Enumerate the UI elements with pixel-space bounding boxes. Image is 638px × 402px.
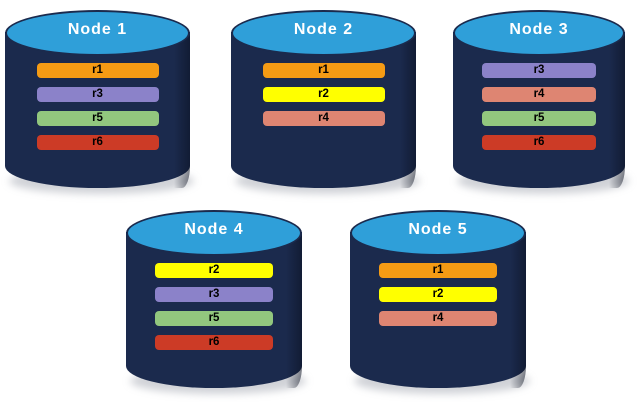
cylinder-body [5, 32, 190, 188]
cylinder-top [231, 10, 416, 56]
replica-bar[interactable]: r3 [155, 287, 273, 302]
replica-bar[interactable]: r2 [155, 263, 273, 278]
replica-bar-list: r1 r2 r4 [231, 63, 416, 126]
node-1[interactable]: Node 1 r1 r3 r5 r6 [5, 10, 194, 194]
replica-bar-list: r2 r3 r5 r6 [126, 263, 302, 350]
cylinder-top [126, 210, 302, 256]
replica-bar[interactable]: r1 [262, 63, 385, 78]
replica-bar[interactable]: r2 [262, 87, 385, 102]
node-5[interactable]: Node 5 r1 r2 r4 [350, 210, 530, 394]
cylinder-body [350, 232, 526, 388]
cylinder-body [231, 32, 416, 188]
replica-bar[interactable]: r6 [36, 135, 159, 150]
replica-bar[interactable]: r4 [262, 111, 385, 126]
replica-bar[interactable]: r5 [482, 111, 596, 126]
replica-bar[interactable]: r2 [379, 287, 497, 302]
cylinder-top [350, 210, 526, 256]
replica-bar-list: r1 r3 r5 r6 [5, 63, 190, 150]
replica-bar[interactable]: r3 [36, 87, 159, 102]
replica-bar[interactable]: r6 [155, 335, 273, 350]
node-label: Node 1 [67, 21, 128, 38]
cylinder-top [453, 10, 625, 56]
node-label: Node 2 [293, 21, 354, 38]
replica-bar-list: r1 r2 r4 [350, 263, 526, 326]
replica-bar[interactable]: r5 [36, 111, 159, 126]
cylinder-body [126, 232, 302, 388]
node-label: Node 3 [509, 21, 569, 38]
replica-bar[interactable]: r1 [379, 263, 497, 278]
node-label: Node 4 [184, 221, 244, 238]
replica-bar[interactable]: r6 [482, 135, 596, 150]
replica-bar[interactable]: r4 [482, 87, 596, 102]
replica-bar[interactable]: r5 [155, 311, 273, 326]
replica-bar[interactable]: r4 [379, 311, 497, 326]
node-3[interactable]: Node 3 r3 r4 r5 r6 [453, 10, 629, 194]
replica-bar[interactable]: r1 [36, 63, 159, 78]
node-2[interactable]: Node 2 r1 r2 r4 [231, 10, 420, 194]
cylinder-body [453, 32, 625, 188]
node-4[interactable]: Node 4 r2 r3 r5 r6 [126, 210, 306, 394]
replica-bar[interactable]: r3 [482, 63, 596, 78]
node-label: Node 5 [408, 221, 468, 238]
replica-bar-list: r3 r4 r5 r6 [453, 63, 625, 150]
